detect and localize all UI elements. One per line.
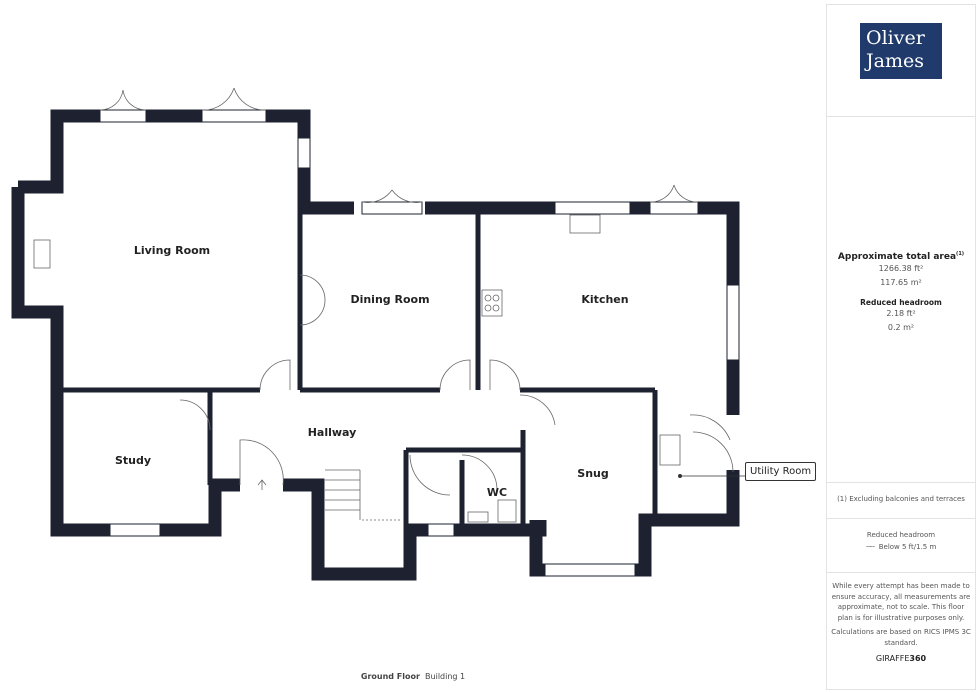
doors (99, 87, 734, 496)
room-label-study: Study (115, 454, 151, 467)
legend-item-label: Below 5 ft/1.5 m (878, 543, 937, 551)
building-label: Building 1 (425, 672, 466, 681)
footer: Ground Floor Building 1 (0, 672, 826, 681)
note-excluding: (1) Excluding balconies and terraces (827, 483, 975, 519)
logo-line2: James (866, 50, 924, 72)
room-label-snug: Snug (577, 467, 608, 480)
room-label-hallway: Hallway (308, 426, 357, 439)
info-panel: Oliver James Approximate total area(1) 1… (826, 4, 976, 690)
room-label-living-room: Living Room (134, 244, 210, 257)
disclaimer-section: While every attempt has been made to ens… (827, 573, 975, 665)
room-label-utility-room: Utility Room (745, 462, 817, 481)
brand-part1: GIRAFFE (875, 654, 910, 663)
calculations-note: Calculations are based on RICS IPMS 3C s… (831, 628, 971, 647)
logo-section: Oliver James (827, 23, 975, 117)
area-ft2: 1266.38 ft² (878, 264, 924, 273)
reduced-ft2: 2.18 ft² (886, 309, 916, 318)
area-m2: 117.65 m² (880, 278, 922, 287)
area-title-text: Approximate total area (837, 252, 957, 262)
giraffe360-brand: GIRAFFE360 (831, 653, 971, 665)
floor-plan: Living Room Dining Room Kitchen Hallway … (11, 87, 745, 581)
brand-part2: 360 (909, 654, 927, 663)
disclaimer: While every attempt has been made to ens… (831, 582, 971, 622)
legend-title: Reduced headroom (866, 531, 936, 539)
reduced-headroom-title: Reduced headroom (860, 298, 942, 307)
utility-callout-dot (678, 474, 682, 478)
interior-walls (57, 208, 658, 525)
exterior-walls (11, 109, 740, 581)
fixtures (33, 214, 681, 523)
windows (99, 109, 740, 577)
reduced-m2: 0.2 m² (887, 323, 915, 332)
room-label-wc: WC (487, 486, 507, 499)
logo-line1: Oliver (866, 27, 925, 49)
legend-item: ······· Below 5 ft/1.5 m (865, 543, 937, 551)
area-title-sup: (1) (956, 251, 965, 257)
legend-section: Reduced headroom ······· Below 5 ft/1.5 … (827, 519, 975, 573)
room-label-dining-room: Dining Room (350, 293, 429, 306)
area-title: Approximate total area(1) (827, 251, 975, 262)
floor-label: Ground Floor (360, 672, 420, 681)
oliver-james-logo: Oliver James (860, 23, 942, 79)
room-label-kitchen: Kitchen (581, 293, 628, 306)
area-section: Approximate total area(1) 1266.38 ft² 11… (827, 117, 975, 483)
